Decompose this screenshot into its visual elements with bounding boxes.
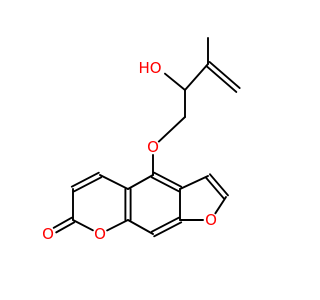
bond-c_lactone-o_carbonyl-a [52,216,73,229]
atom-label-o_ether: O [147,138,159,156]
atom-label-o_carbonyl: O [42,225,54,243]
atom-label-layer: HO O O O O [42,59,217,243]
bond-c8-c8a [127,219,154,235]
bond-c_alkene-c_carbinol [184,63,209,91]
bond-c4b-c_fur3 [179,175,209,190]
bond-c_fur7a-c8-b [153,221,183,238]
bond-c_carbinol-o_hydroxyl [164,72,186,91]
bond-c4-c4b-a [150,176,180,193]
bond-layer [52,37,241,238]
bond-c_ch2-o_ether [157,116,186,143]
bond-c4-c4b-b [153,171,183,188]
bond-c_lactone-o_carbonyl-b [55,221,76,234]
bond-c_alkene-c_methylene-a [205,65,238,93]
bond-c_fur2-o_furan [214,196,227,215]
atom-label-o_furan: O [205,211,217,229]
bond-c4-c_ring_fusion [127,174,154,190]
bond-c8a-o_pyran [106,219,129,232]
bond-c_fur7a-c8-a [150,216,180,233]
bond-c_alkene-c_methylene-b [208,61,241,89]
bond-c4_pyr-c_ring_fusion [99,174,129,190]
atom-label-o_hydroxyl: HO [138,59,161,77]
bond-o_pyran-c_lactone [72,219,94,232]
bond-c3-c4_pyr-a [73,176,103,193]
bond-c_fur3-c_fur2-a [205,176,225,200]
structural-formula: HO O O O O [42,37,241,243]
atom-label-o_pyran: O [94,225,106,243]
bond-c_fur3-c_fur2-b [209,173,229,197]
bond-c3-c4_pyr-b [70,171,100,188]
